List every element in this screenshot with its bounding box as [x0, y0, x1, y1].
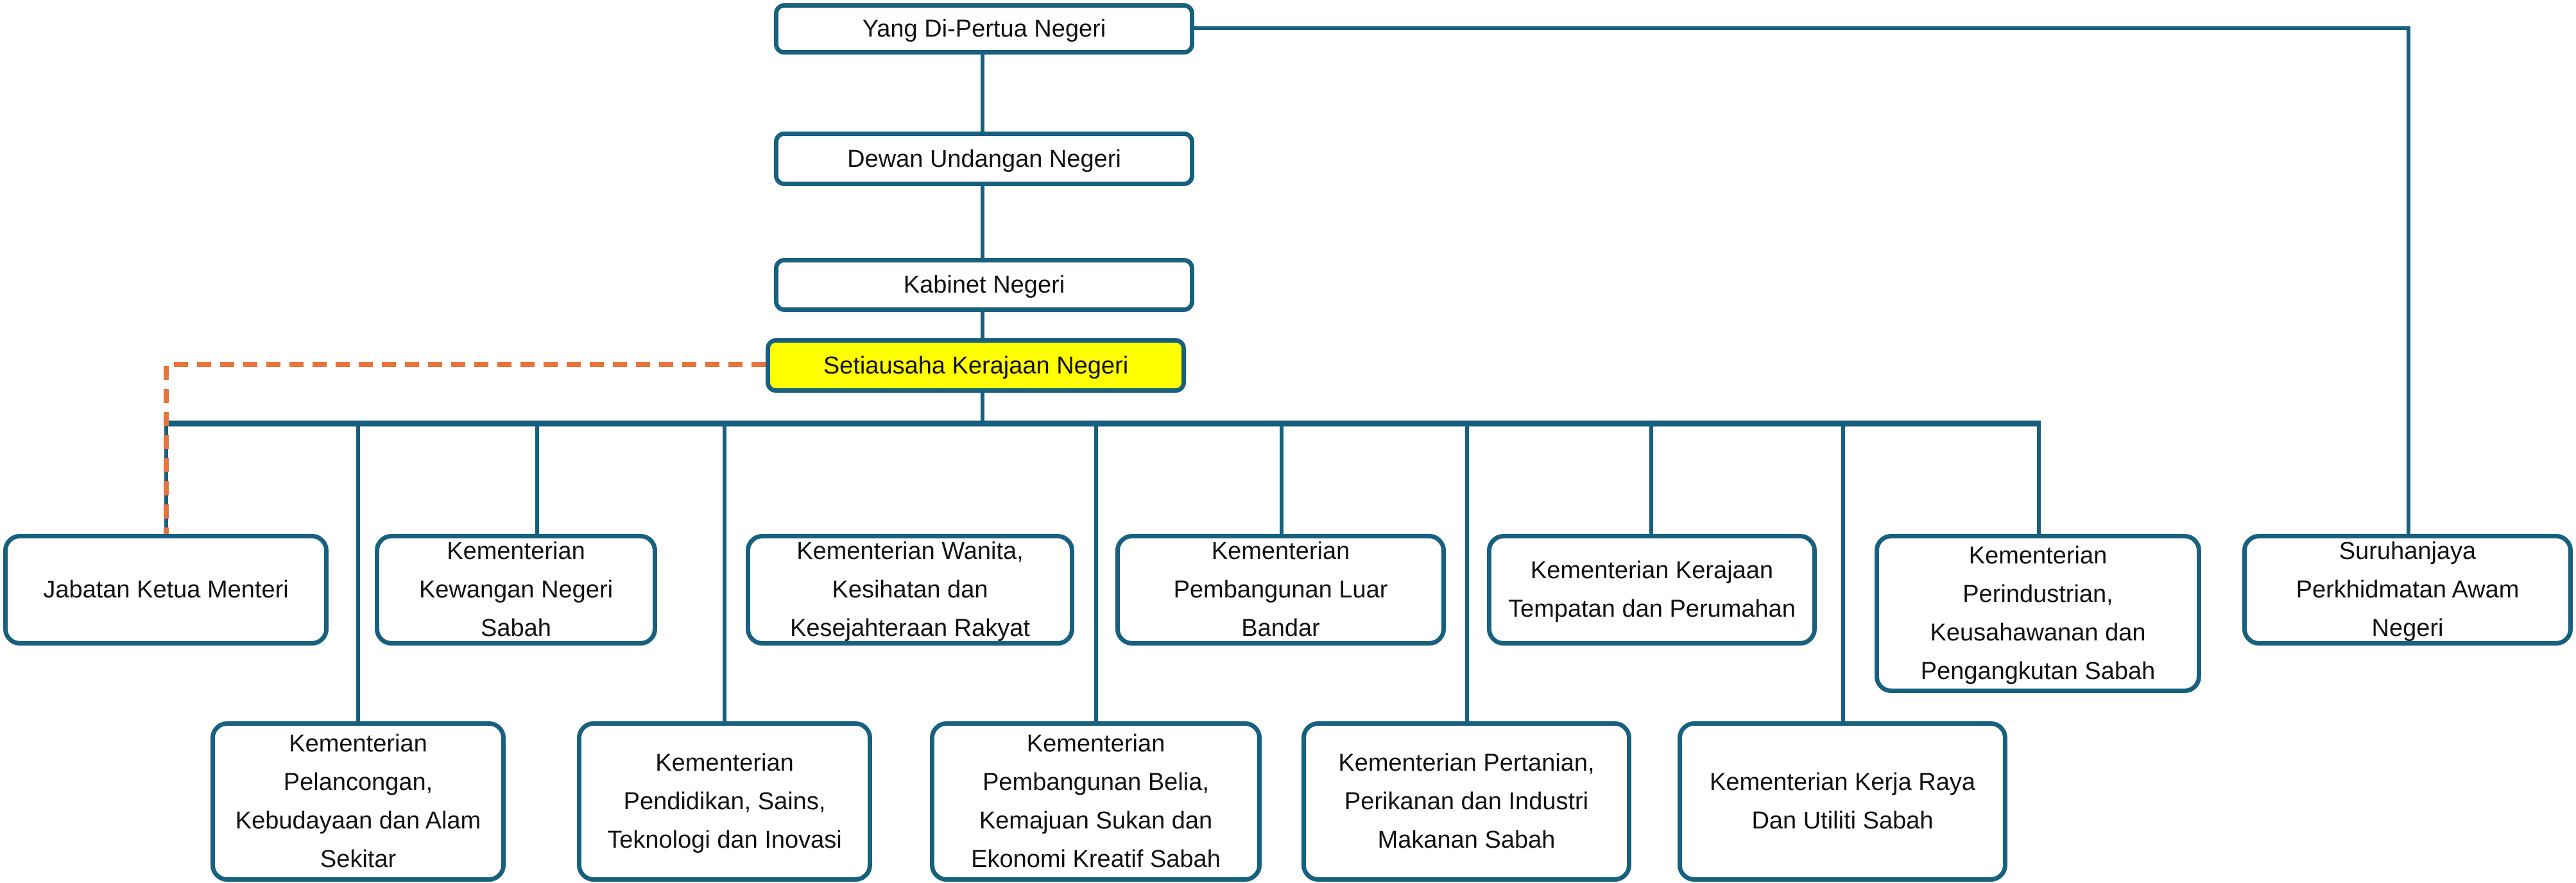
node-label: Kementerian Pembangunan Belia, Kemajuan …: [971, 730, 1221, 873]
node-label: Suruhanjaya Perkhidmatan Awam Negeri: [2296, 538, 2520, 642]
node-pelancongan: Kementerian Pelancongan, Kebudayaan dan …: [210, 721, 506, 882]
node-suruhanjaya: Suruhanjaya Perkhidmatan Awam Negeri: [2242, 534, 2573, 646]
node-label: Dewan Undangan Negeri: [847, 145, 1121, 173]
node-label: Kementerian Perindustrian, Keusahawanan …: [1920, 542, 2156, 685]
node-label: Kementerian Kerja Raya Dan Utiliti Sabah: [1710, 769, 1975, 834]
node-governor: Yang Di-Pertua Negeri: [774, 3, 1194, 55]
node-kewangan: Kementerian Kewangan Negeri Sabah: [375, 534, 657, 646]
dashed-advisory-line: [164, 362, 766, 534]
node-belia: Kementerian Pembangunan Belia, Kemajuan …: [930, 721, 1262, 882]
node-jabatan-ketua-menteri: Jabatan Ketua Menteri: [3, 534, 329, 646]
node-label: Kementerian Kewangan Negeri Sabah: [418, 538, 614, 642]
node-label: Kementerian Wanita, Kesihatan dan Keseja…: [790, 538, 1030, 642]
node-label: Setiausaha Kerajaan Negeri: [823, 352, 1129, 379]
governor-to-commission-line: [1194, 26, 2410, 534]
node-cabinet: Kabinet Negeri: [774, 258, 1194, 312]
node-perindustrian: Kementerian Perindustrian, Keusahawanan …: [1875, 534, 2201, 693]
node-label: Kabinet Negeri: [903, 271, 1065, 298]
node-label: Kementerian Pelancongan, Kebudayaan dan …: [235, 730, 481, 873]
node-pertanian: Kementerian Pertanian, Perikanan dan Ind…: [1301, 721, 1631, 882]
node-label: Yang Di-Pertua Negeri: [862, 15, 1106, 42]
node-kerja-raya: Kementerian Kerja Raya Dan Utiliti Sabah: [1678, 721, 2007, 882]
node-label: Kementerian Pertanian, Perikanan dan Ind…: [1338, 750, 1595, 853]
node-wanita: Kementerian Wanita, Kesihatan dan Keseja…: [746, 534, 1074, 646]
node-kerajaan-tempatan: Kementerian Kerajaan Tempatan dan Peruma…: [1487, 534, 1817, 646]
node-label: Kementerian Pendidikan, Sains, Teknologi…: [607, 750, 842, 853]
node-label: Kementerian Pembangunan Luar Bandar: [1173, 538, 1388, 642]
node-label: Jabatan Ketua Menteri: [43, 576, 289, 603]
node-luar-bandar: Kementerian Pembangunan Luar Bandar: [1115, 534, 1446, 646]
node-assembly: Dewan Undangan Negeri: [774, 132, 1194, 186]
node-state-secretary: Setiausaha Kerajaan Negeri: [766, 338, 1186, 393]
node-pendidikan: Kementerian Pendidikan, Sains, Teknologi…: [577, 721, 872, 882]
node-label: Kementerian Kerajaan Tempatan dan Peruma…: [1508, 557, 1796, 622]
